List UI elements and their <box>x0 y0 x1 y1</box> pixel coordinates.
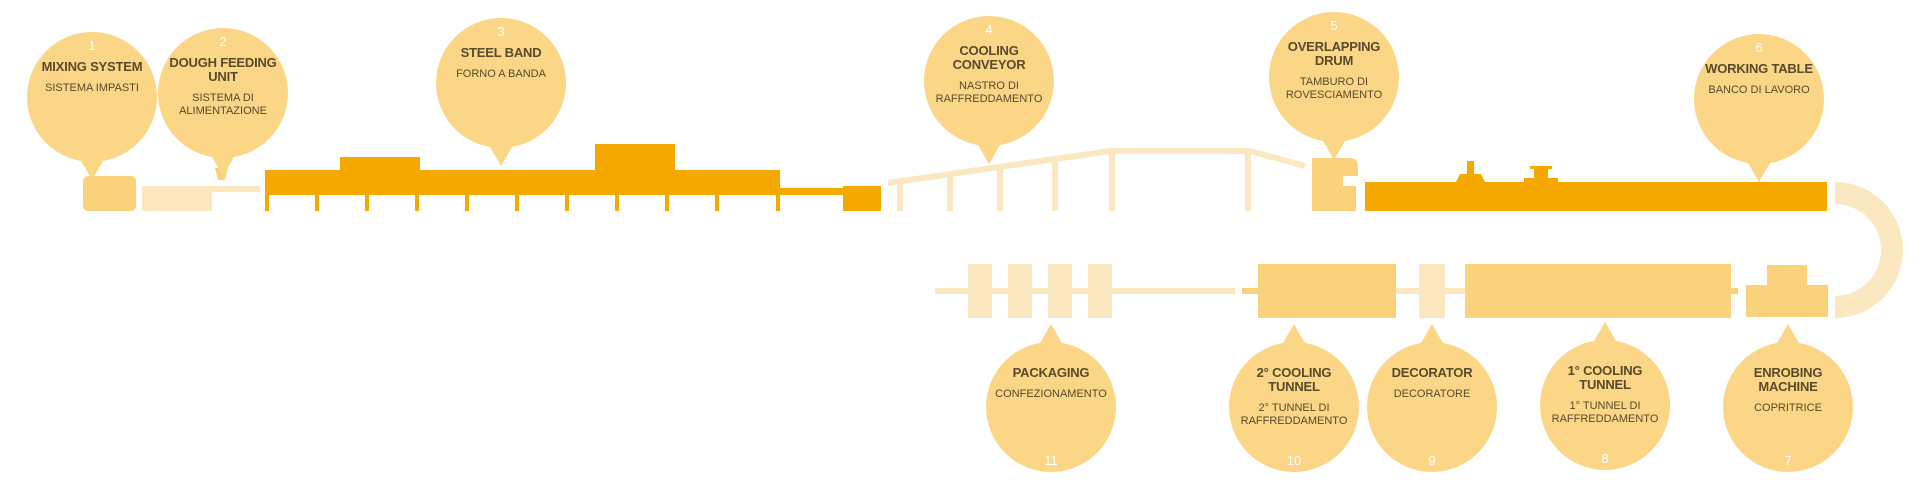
packaging-line <box>935 264 1235 318</box>
first-cooling-tunnel <box>1465 264 1731 318</box>
enrobing-machine-base <box>1746 285 1828 317</box>
mixing-system-machine <box>83 176 136 211</box>
station-callout-1-cooling-tunnel: 8 1° COOLING TUNNEL 1° TUNNEL DI RAFFREDDA… <box>1540 322 1670 470</box>
station-name: MIXING SYSTEM <box>41 59 143 74</box>
station-number: 9 <box>1428 453 1436 468</box>
station-name: 2° COOLING TUNNEL <box>1256 365 1332 394</box>
callout-content: 7 ENROBING MACHINE COPRITRICE <box>1727 342 1849 472</box>
second-cooling-tunnel <box>1258 264 1396 318</box>
callout-circle <box>1723 342 1853 472</box>
station-text: STEEL BAND FORNO A BANDA <box>440 46 562 81</box>
station-name-italian: SISTEMA IMPASTI <box>45 82 139 94</box>
callout-circle <box>986 342 1116 472</box>
station-number: 7 <box>1784 453 1792 468</box>
station-number: 6 <box>1755 40 1763 55</box>
steel-band-oven <box>265 144 881 211</box>
station-number: 1 <box>88 38 96 53</box>
station-name-italian: SISTEMA DI ALIMENTAZIONE <box>179 92 267 117</box>
station-number: 4 <box>985 22 993 37</box>
station-name-italian: TAMBURO DI ROVESCIAMENTO <box>1285 76 1383 101</box>
decorator-link <box>1395 288 1420 294</box>
callout-circle <box>1229 342 1359 472</box>
station-name: DOUGH FEEDING UNIT <box>169 55 277 84</box>
working-table <box>1365 161 1827 211</box>
station-callout-2-cooling-tunnel: 10 2° COOLING TUNNEL 2° TUNNEL DI RAFFREDD… <box>1229 324 1359 472</box>
station-number: 11 <box>1044 453 1058 468</box>
station-name: STEEL BAND <box>460 45 542 60</box>
dough-feeding-conveyor <box>142 186 212 211</box>
station-number: 3 <box>497 24 505 39</box>
station-text: WORKING TABLE BANCO DI LAVORO <box>1698 62 1820 97</box>
station-callout-decorator: 9 DECORATOR DECORATORE <box>1367 324 1497 472</box>
station-callout-packaging: 11 PACKAGING CONFEZIONAMENTO <box>986 324 1116 472</box>
cooling-conveyor <box>887 148 1306 211</box>
station-name: PACKAGING <box>1012 365 1090 380</box>
station-number: 10 <box>1286 453 1302 468</box>
station-text: COOLING CONVEYOR NASTRO DI RAFFREDDAMENTO <box>928 44 1050 106</box>
station-callout-enrobing-machine: 7 ENROBING MACHINE COPRITRICE <box>1723 324 1853 472</box>
station-name: DECORATOR <box>1391 365 1473 380</box>
callout-circle <box>158 28 288 158</box>
enrobing-connector <box>1728 288 1738 294</box>
station-text: ENROBING MACHINE COPRITRICE <box>1727 366 1849 415</box>
station-name-italian: CONFEZIONAMENTO <box>995 388 1107 400</box>
station-name: OVERLAPPING DRUM <box>1287 39 1381 68</box>
station-name: COOLING CONVEYOR <box>952 43 1026 72</box>
callout-circle <box>1540 340 1670 470</box>
callout-circle <box>1367 342 1497 472</box>
overlapping-drum <box>1312 158 1358 211</box>
return-curve <box>1835 182 1903 318</box>
tunnel-link <box>1430 288 1465 294</box>
station-number: 5 <box>1330 18 1338 33</box>
callout-circle <box>924 16 1054 146</box>
station-text: DECORATOR DECORATORE <box>1371 366 1493 401</box>
decorator-machine <box>1419 264 1445 318</box>
station-name: ENROBING MACHINE <box>1753 365 1823 394</box>
callout-content: 8 1° COOLING TUNNEL 1° TUNNEL DI RAFFREDDA… <box>1544 340 1666 470</box>
station-name-italian: NASTRO DI RAFFREDDAMENTO <box>935 80 1043 105</box>
station-text: 1° COOLING TUNNEL 1° TUNNEL DI RAFFREDDAM… <box>1544 364 1666 426</box>
station-text: OVERLAPPING DRUM TAMBURO DI ROVESCIAMENTO <box>1273 40 1395 102</box>
station-name: WORKING TABLE <box>1705 61 1813 76</box>
enrobing-machine-top <box>1767 265 1807 285</box>
station-name-italian: DECORATORE <box>1393 388 1471 400</box>
station-name-italian: 2° TUNNEL DI RAFFREDDAMENTO <box>1240 402 1348 427</box>
station-name: 1° COOLING TUNNEL <box>1567 363 1643 392</box>
second-tunnel-inlet <box>1242 288 1258 294</box>
station-text: DOUGH FEEDING UNIT SISTEMA DI ALIMENTAZIO… <box>162 56 284 118</box>
station-text: PACKAGING CONFEZIONAMENTO <box>990 366 1112 401</box>
station-name-italian: 1° TUNNEL DI RAFFREDDAMENTO <box>1551 400 1659 425</box>
station-number: 2 <box>219 34 227 49</box>
station-text: MIXING SYSTEM SISTEMA IMPASTI <box>31 60 153 95</box>
callout-content: 9 DECORATOR DECORATORE <box>1371 342 1493 472</box>
station-text: 2° COOLING TUNNEL 2° TUNNEL DI RAFFREDDAM… <box>1233 366 1355 428</box>
callout-circle <box>436 18 566 148</box>
callout-circle <box>1269 12 1399 142</box>
station-name-italian: COPRITRICE <box>1754 402 1822 414</box>
station-name-italian: FORNO A BANDA <box>456 68 546 80</box>
station-name-italian: BANCO DI LAVORO <box>1708 84 1810 96</box>
callout-content: 11 PACKAGING CONFEZIONAMENTO <box>990 342 1112 472</box>
dough-feeding-bar <box>210 186 260 192</box>
callout-content: 10 2° COOLING TUNNEL 2° TUNNEL DI RAFFREDD… <box>1233 342 1355 472</box>
station-number: 8 <box>1601 451 1609 466</box>
callout-circle <box>27 32 157 162</box>
callout-circle <box>1694 34 1824 164</box>
